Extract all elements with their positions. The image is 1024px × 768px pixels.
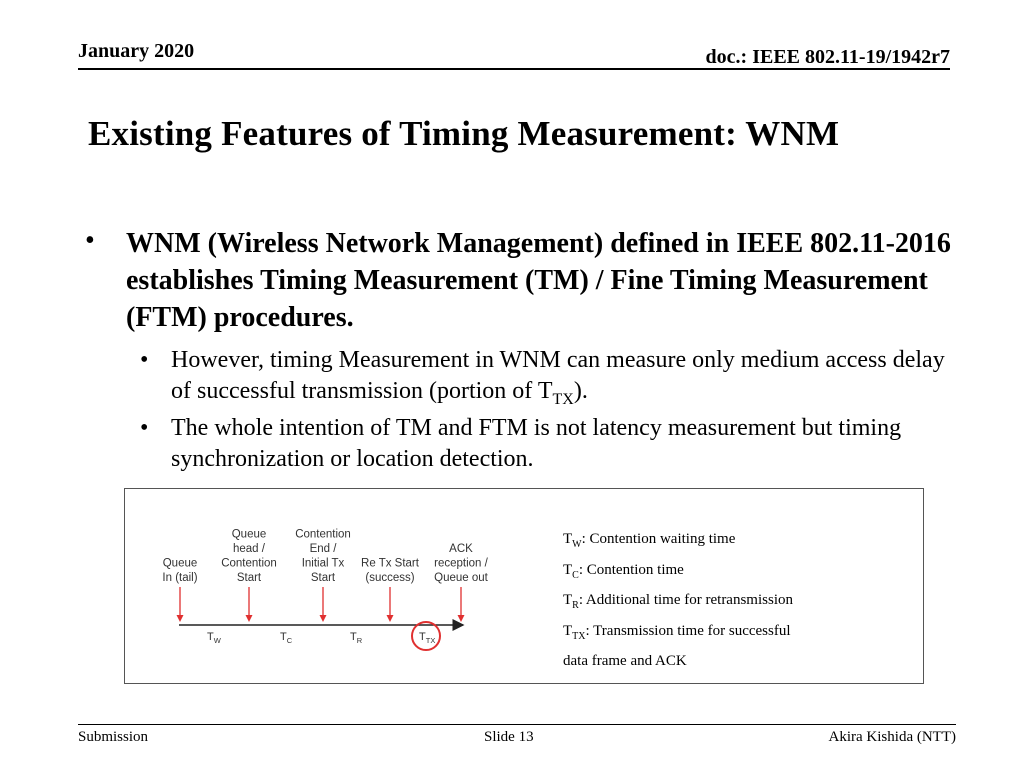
event-4: Re Tx Start(success) <box>361 558 420 622</box>
sub-bullet-2-text: The whole intention of TM and FTM is not… <box>171 415 902 472</box>
footer-submission: Submission <box>78 729 149 745</box>
legend-item: TW: Contention waiting time <box>563 531 736 550</box>
interval-label-c: TC <box>280 631 293 645</box>
sub-bullet-1-text: However, timing Measurement in WNM can m… <box>171 347 945 408</box>
event-arrowhead-icon <box>176 615 184 622</box>
event-arrowhead-icon <box>457 615 465 622</box>
event-arrowhead-icon <box>319 615 327 622</box>
event-arrowhead-icon <box>386 615 394 622</box>
event-arrowhead-icon <box>245 615 253 622</box>
header-doc-id: doc.: IEEE 802.11-19/1942r7 <box>705 46 950 68</box>
interval-label-tx: TTX <box>419 631 435 645</box>
legend-item: TC: Contention time <box>563 561 684 581</box>
footer-rule <box>78 724 956 725</box>
interval-label-r: TR <box>350 631 363 645</box>
slide-title: Existing Features of Timing Measurement:… <box>88 114 840 153</box>
ttx-highlight-circle <box>411 621 441 651</box>
footer-slide-number: Slide 13 <box>484 729 534 745</box>
legend-item: TR: Additional time for retransmission <box>563 592 793 611</box>
header-rule <box>78 68 950 70</box>
interval-label-w: TW <box>207 631 222 645</box>
bullet-dot-icon: • <box>85 225 95 256</box>
legend-item: TTX: Transmission time for successful <box>563 622 791 642</box>
footer-author: Akira Kishida (NTT) <box>828 729 956 745</box>
bullet-dot-icon: • <box>140 415 149 441</box>
header-date: January 2020 <box>78 40 195 62</box>
event-label: Re Tx Start(success) <box>361 558 420 585</box>
legend-item: data frame and ACK <box>563 653 687 669</box>
main-bullet-text: WNM (Wireless Network Management) define… <box>126 228 951 333</box>
bullet-dot-icon: • <box>140 347 149 373</box>
